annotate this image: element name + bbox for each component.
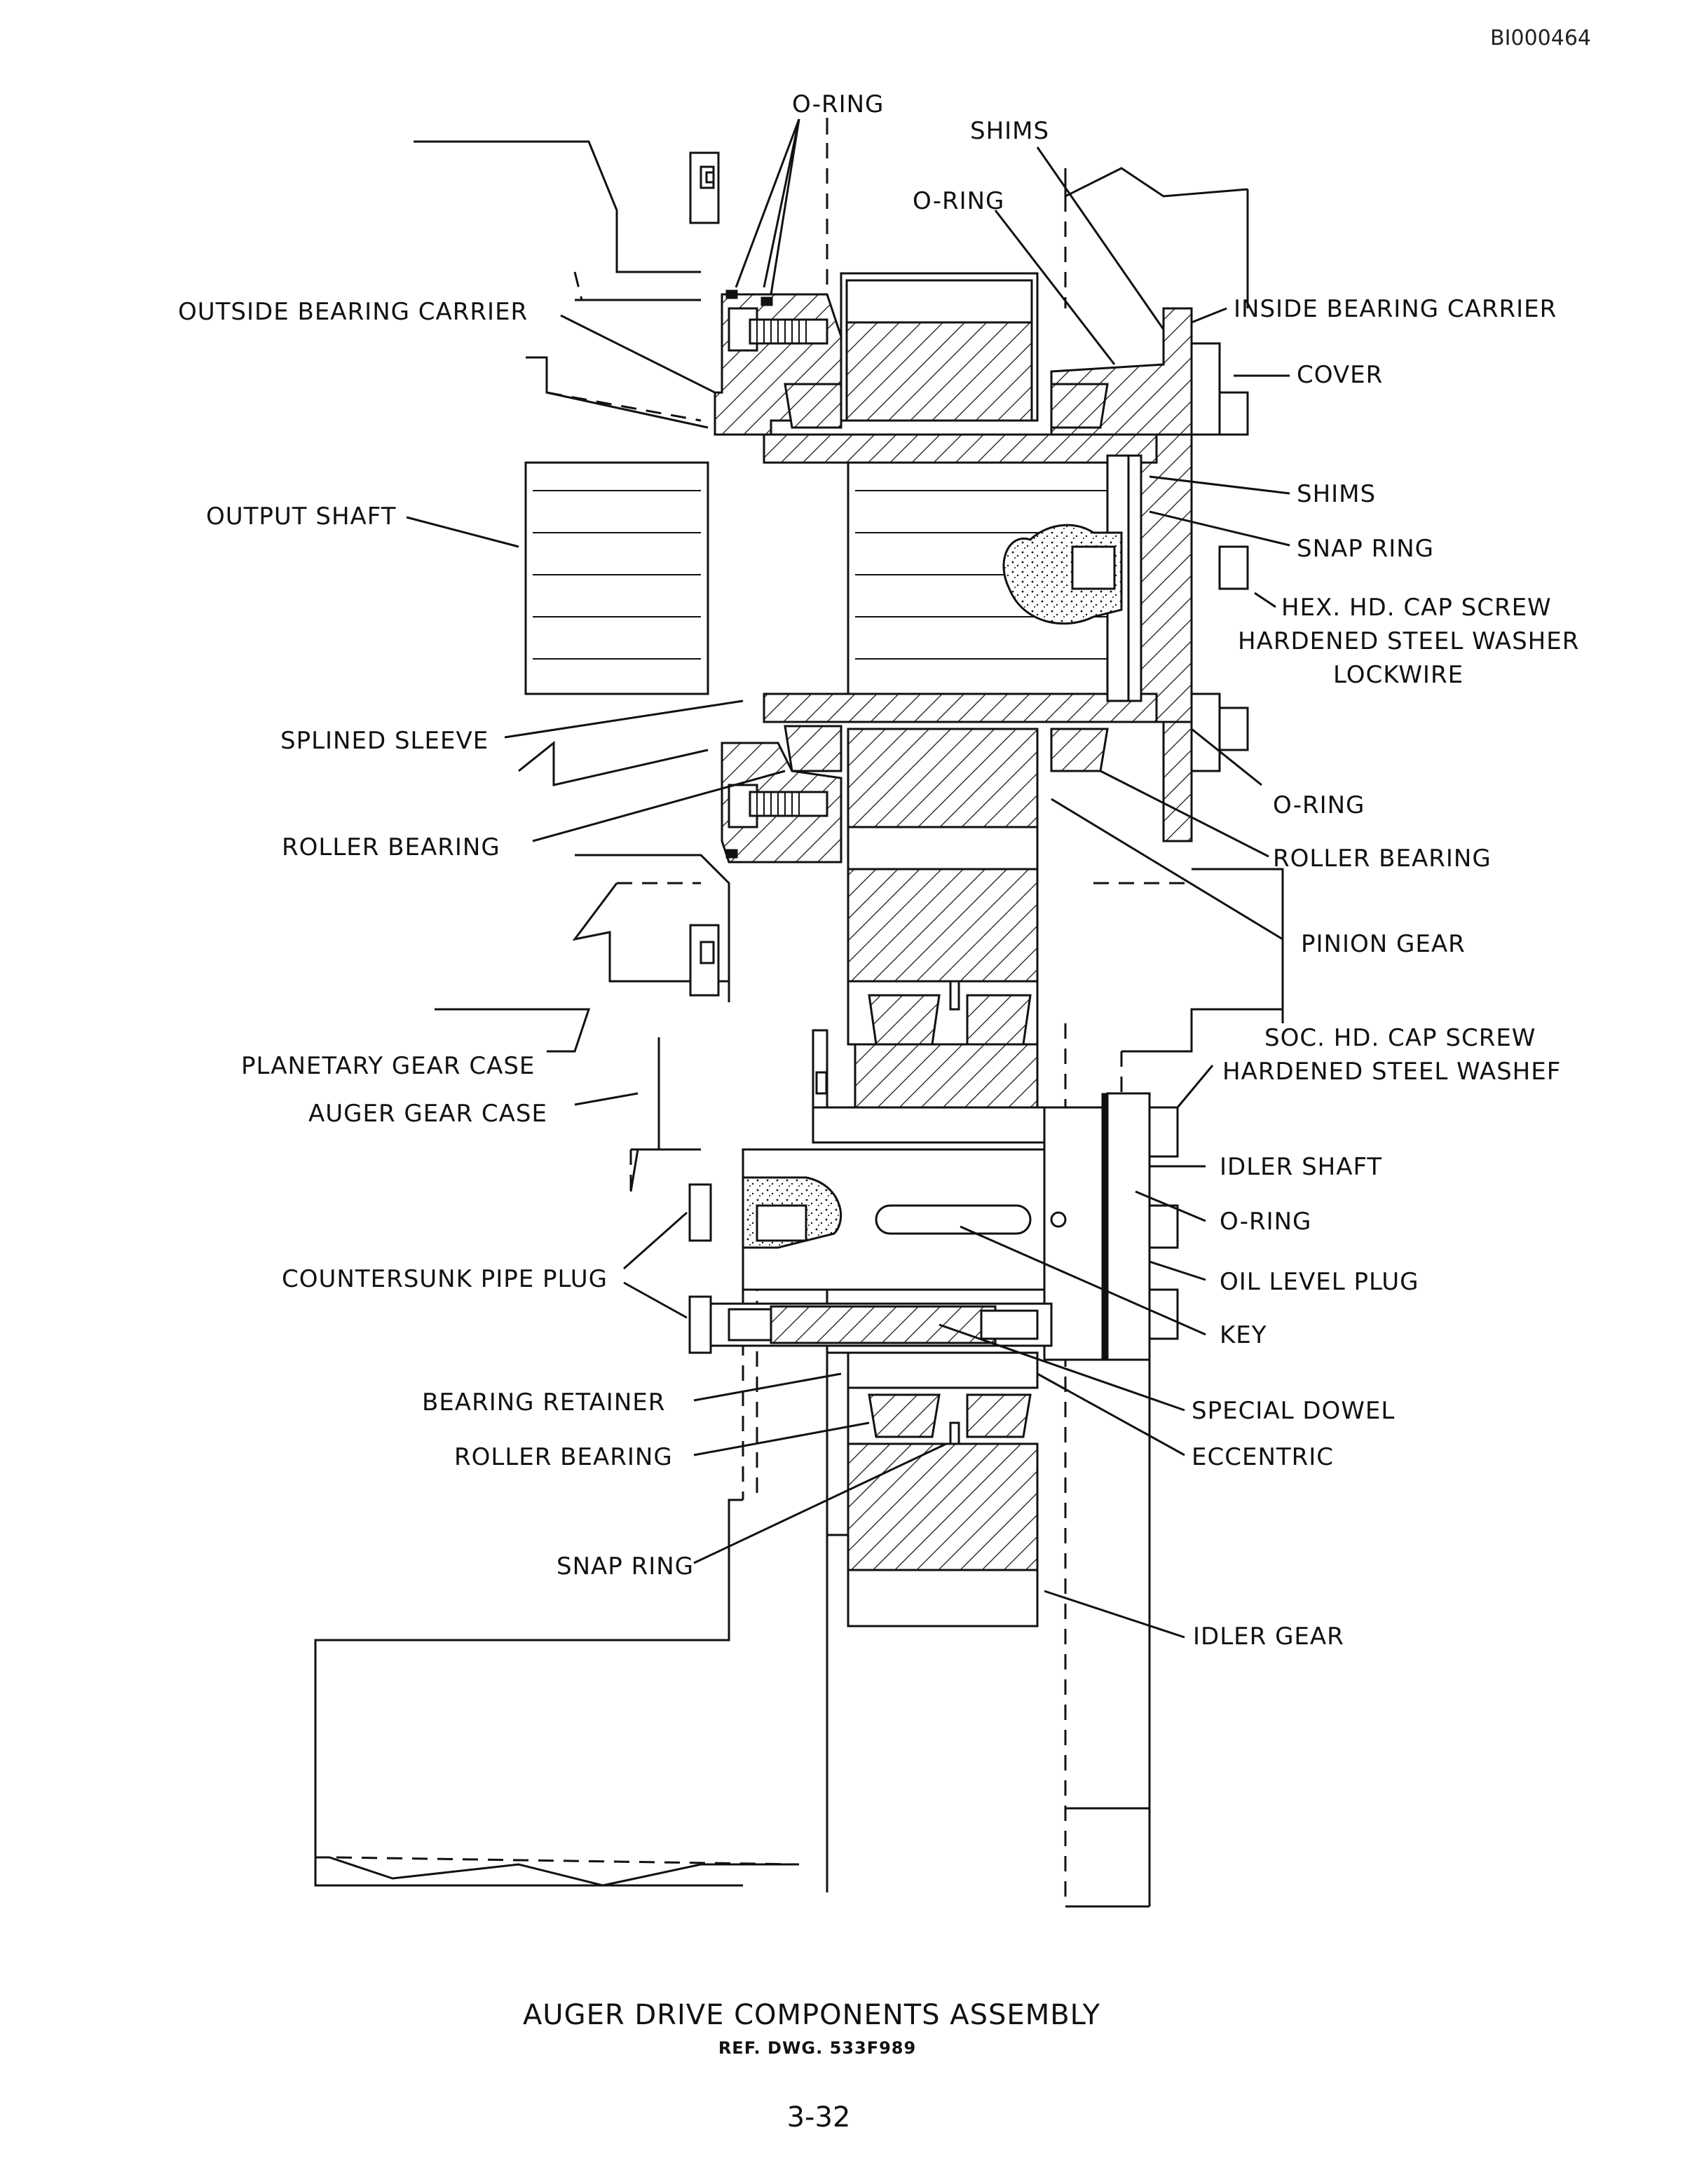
label-planetary-gear-case: PLANETARY GEAR CASE (241, 1052, 535, 1080)
page-number: 3-32 (787, 2101, 851, 2134)
upper-roller-bearings (784, 383, 1109, 772)
label-output-shaft: OUTPUT SHAFT (206, 503, 397, 531)
label-roller-bearing-lower: ROLLER BEARING (454, 1443, 673, 1471)
idler-shaft-assembly (742, 1029, 1179, 1361)
label-countersunk-pipe-plug: COUNTERSUNK PIPE PLUG (282, 1265, 608, 1293)
label-auger-gear-case: AUGER GEAR CASE (308, 1100, 547, 1128)
label-oil-level-plug: OIL LEVEL PLUG (1220, 1268, 1419, 1296)
callout-labels: O-RING SHIMS O-RING OUTSIDE BEARING CARR… (178, 90, 1579, 1651)
document-id: BI000464 (1490, 26, 1591, 50)
drawing-reference: REF. DWG. 533F989 (718, 2038, 916, 2058)
label-snap-ring-lower: SNAP RING (557, 1552, 694, 1581)
label-eccentric: ECCENTRIC (1192, 1443, 1334, 1471)
label-cover: COVER (1297, 361, 1383, 389)
label-outside-bearing-carrier: OUTSIDE BEARING CARRIER (178, 298, 528, 326)
label-idler-shaft: IDLER SHAFT (1220, 1153, 1382, 1181)
label-lockwire: LOCKWIRE (1333, 661, 1464, 689)
label-o-ring-2: O-RING (913, 187, 1004, 215)
figure-caption: AUGER DRIVE COMPONENTS ASSEMBLY (523, 1999, 1100, 2031)
idler-lower-bearings (826, 1351, 1039, 1627)
label-o-ring-lower: O-RING (1220, 1208, 1311, 1236)
label-special-dowel: SPECIAL DOWEL (1192, 1397, 1395, 1425)
label-hardened-washer-2: HARDENED STEEL WASHEF (1222, 1058, 1561, 1086)
label-roller-bearing-left: ROLLER BEARING (282, 833, 500, 861)
lower-bolt-flange (689, 742, 842, 997)
label-hex-cap-screw: HEX. HD. CAP SCREW (1281, 594, 1552, 622)
label-o-ring-top: O-RING (792, 90, 884, 118)
label-bearing-retainer: BEARING RETAINER (422, 1388, 665, 1417)
label-idler-gear: IDLER GEAR (1193, 1623, 1344, 1651)
label-key: KEY (1220, 1321, 1267, 1349)
label-shims-top: SHIMS (970, 117, 1049, 145)
output-shaft (524, 454, 1142, 702)
label-soc-cap-screw: SOC. HD. CAP SCREW (1264, 1024, 1536, 1052)
label-o-ring-right: O-RING (1273, 791, 1365, 819)
label-hardened-washer-1: HARDENED STEEL WASHER (1238, 627, 1579, 655)
leader-lines (406, 118, 1290, 1639)
label-shims-right: SHIMS (1297, 480, 1376, 508)
label-inside-bearing-carrier: INSIDE BEARING CARRIER (1234, 295, 1557, 323)
gear-case-outline (314, 118, 1284, 1908)
upper-gear-block (840, 272, 1039, 422)
label-roller-bearing-right: ROLLER BEARING (1273, 845, 1492, 873)
label-snap-ring-right: SNAP RING (1297, 535, 1434, 563)
bolt-flange-top (689, 151, 720, 224)
label-splined-sleeve: SPLINED SLEEVE (280, 727, 489, 755)
eccentric-dowel (688, 1183, 1053, 1354)
label-pinion-gear: PINION GEAR (1301, 930, 1466, 958)
